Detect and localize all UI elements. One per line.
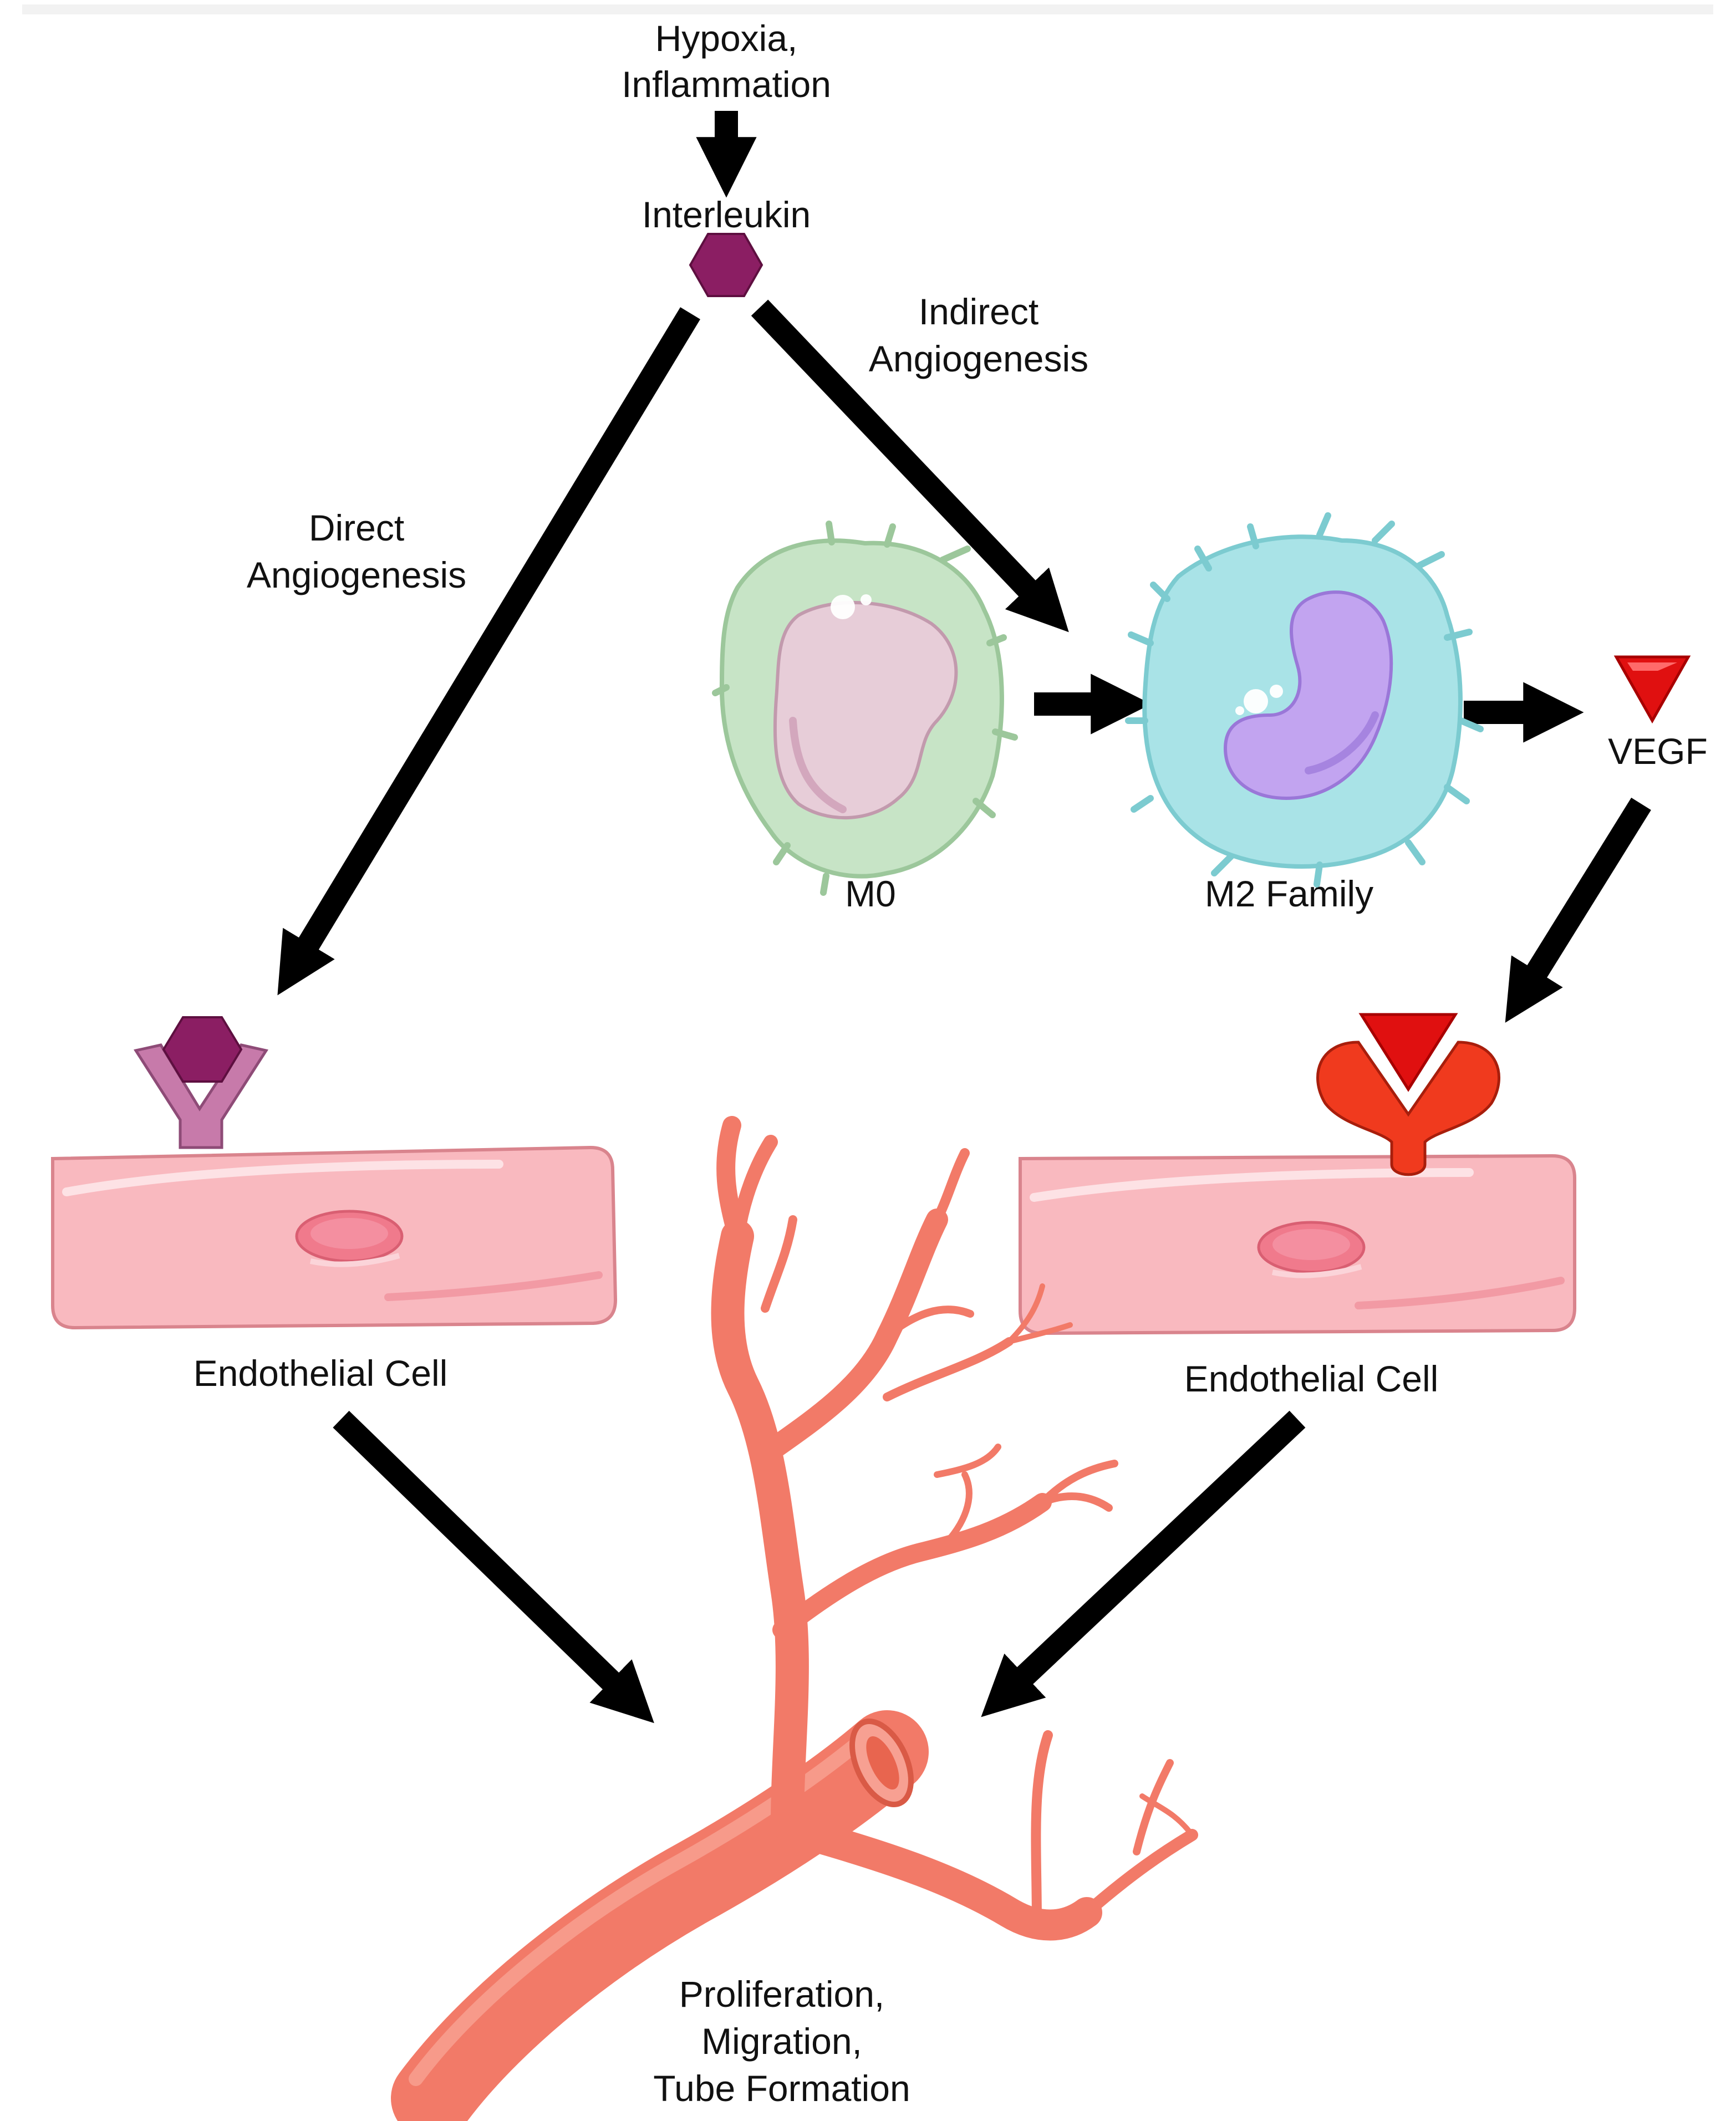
arrows [277, 111, 1651, 1724]
endothelial-left-label: Endothelial Cell [194, 1353, 448, 1394]
direct-pathway-label-line2: Angiogenesis [247, 554, 466, 595]
interleukin-label: Interleukin [642, 194, 811, 235]
arrow-indirect-angiogenesis [751, 299, 1069, 633]
indirect-pathway-label-line1: Indirect [919, 291, 1038, 332]
outcome-label-line2: Migration, [701, 2021, 862, 2062]
vegf-label: VEGF [1608, 731, 1708, 772]
left-endothelial-cell-icon [51, 1145, 618, 1330]
m0-label: M0 [845, 873, 896, 914]
endothelial-right-label: Endothelial Cell [1184, 1358, 1439, 1399]
blood-vessel-icon [391, 1116, 1198, 2121]
vegf-triangle-highlight [1627, 662, 1677, 671]
m2-label: M2 Family [1205, 873, 1373, 914]
stimulus-label-line1: Hypoxia, [655, 18, 798, 59]
indirect-pathway-label-line2: Angiogenesis [869, 338, 1088, 379]
arrow-direct-angiogenesis [277, 307, 700, 996]
top-rule [22, 4, 1713, 14]
right-endothelial-cell-icon [1019, 1154, 1576, 1335]
m2-macrophage-icon [1125, 512, 1484, 888]
vegf-receptor-icon [1316, 1041, 1500, 1176]
arrow-right-endothelial-to-vessel [981, 1410, 1306, 1717]
direct-pathway-label-line1: Direct [309, 507, 404, 548]
outcome-label-line3: Tube Formation [653, 2068, 910, 2109]
outcome-label-line1: Proliferation, [679, 1974, 885, 2015]
interleukin-hexagon-icon [689, 233, 763, 297]
bound-interleukin-hexagon-icon [162, 1016, 243, 1083]
arrow-vegf-to-receptor [1505, 797, 1651, 1023]
stimulus-label-line2: Inflammation [622, 64, 831, 105]
bound-vegf-triangle-icon [1358, 1013, 1458, 1092]
vessel-lumen [866, 1736, 899, 1790]
vegf-triangle-icon [1613, 655, 1691, 724]
m0-macrophage-icon [712, 521, 1018, 896]
arrow-left-endothelial-to-vessel [333, 1410, 654, 1724]
